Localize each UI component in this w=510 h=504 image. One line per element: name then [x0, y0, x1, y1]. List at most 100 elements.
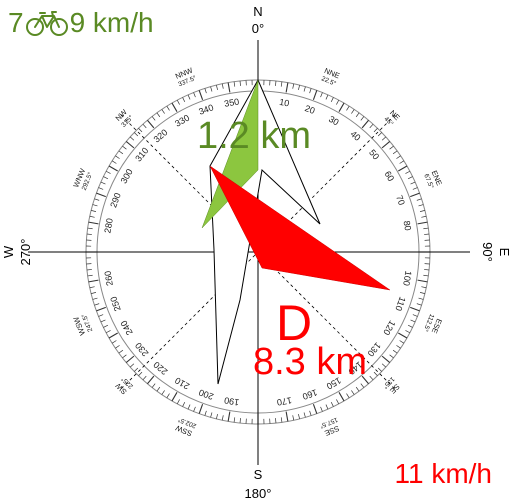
degree-tick: [161, 390, 165, 395]
degree-tick: [118, 150, 124, 155]
degree-tick: [416, 303, 422, 306]
degree-tick: [134, 132, 139, 137]
bicycle-icon: [25, 8, 69, 38]
degree-tick: [424, 233, 430, 235]
degree-tick: [87, 274, 93, 277]
degree-tick: [115, 345, 120, 349]
degree-tick: [216, 413, 218, 419]
degree-tick: [86, 233, 92, 235]
degree-number: 190: [223, 395, 240, 407]
degree-number: 280: [102, 217, 114, 234]
degree-tick: [142, 375, 147, 381]
degree-tick: [346, 393, 350, 399]
degree-tick: [336, 399, 340, 405]
degree-tick: [176, 399, 180, 405]
degree-number: 110: [393, 295, 407, 312]
degree-number: 20: [303, 103, 316, 116]
degree-number: 100: [401, 270, 413, 287]
degree-tick: [355, 386, 360, 392]
degree-tick: [96, 306, 106, 312]
degree-tick: [125, 355, 135, 363]
degree-tick: [103, 176, 109, 180]
degree-tick: [410, 319, 416, 323]
degree-tick: [221, 415, 224, 421]
speed-readout: 7 9 km/h: [8, 6, 154, 40]
degree-number: 130: [365, 340, 382, 358]
degree-number: 200: [197, 387, 215, 402]
degree-tick: [312, 404, 318, 414]
degree-tick: [147, 119, 155, 129]
degree-tick: [381, 141, 391, 149]
degree-tick: [405, 330, 411, 334]
degree-tick: [94, 303, 100, 306]
degree-tick: [156, 112, 161, 118]
degree-tick: [412, 187, 418, 190]
degree-tick: [309, 88, 312, 94]
degree-tick: [320, 92, 323, 98]
degree-tick: [204, 410, 207, 416]
degree-tick: [88, 221, 99, 225]
degree-tick: [396, 155, 401, 159]
degree-tick: [111, 340, 117, 344]
degree-tick: [423, 227, 429, 230]
degree-tick: [204, 88, 207, 94]
degree-tick: [338, 392, 345, 402]
degree-tick: [292, 415, 295, 421]
degree-tick: [100, 319, 106, 323]
degree-tick: [421, 215, 427, 218]
degree-tick: [392, 349, 398, 354]
degree-tick: [87, 227, 93, 230]
cardinal-w-letter: W: [1, 245, 16, 258]
degree-tick: [360, 383, 365, 388]
degree-tick: [98, 187, 104, 190]
degree-number: 300: [119, 167, 135, 185]
degree-number: 290: [108, 191, 123, 209]
degree-tick: [377, 367, 382, 372]
degree-tick: [418, 297, 424, 300]
degree-tick: [111, 160, 117, 164]
cardinal-e-degree: 90°: [480, 242, 495, 262]
degree-number: 30: [327, 114, 341, 128]
degree-tick: [233, 81, 236, 87]
degree-tick: [369, 375, 374, 381]
degree-number: 330: [173, 113, 191, 129]
degree-tick: [89, 215, 95, 218]
degree-tick: [198, 404, 204, 414]
degree-tick: [118, 349, 124, 354]
degree-tick: [410, 192, 420, 198]
degree-number: 240: [119, 319, 135, 337]
degree-number: 60: [382, 169, 396, 183]
degree-tick: [417, 221, 428, 225]
degree-number: 160: [301, 387, 319, 402]
degree-tick: [398, 165, 408, 172]
degree-tick: [210, 412, 213, 418]
cardinal-w-degree: 270°: [18, 239, 33, 266]
degree-tick: [142, 123, 147, 129]
degree-tick: [419, 210, 425, 212]
degree-tick: [108, 332, 118, 339]
degree-number: 80: [402, 220, 414, 232]
degree-tick: [377, 132, 382, 137]
degree-tick: [405, 170, 411, 174]
degree-tick: [373, 371, 378, 376]
degree-tick: [285, 411, 289, 422]
degree-tick: [138, 128, 143, 133]
degree-tick: [381, 355, 391, 363]
degree-tick: [138, 371, 143, 376]
degree-number: 170: [276, 395, 293, 407]
degree-tick: [298, 85, 300, 91]
degree-tick: [182, 97, 186, 103]
degree-tick: [100, 181, 106, 185]
degree-tick: [309, 410, 312, 416]
degree-number: 210: [173, 375, 191, 391]
degree-tick: [239, 80, 241, 86]
degree-tick: [105, 170, 111, 174]
degree-tick: [320, 406, 323, 412]
degree-number: 50: [367, 147, 381, 161]
degree-tick: [239, 418, 241, 424]
degree-tick: [193, 406, 196, 412]
